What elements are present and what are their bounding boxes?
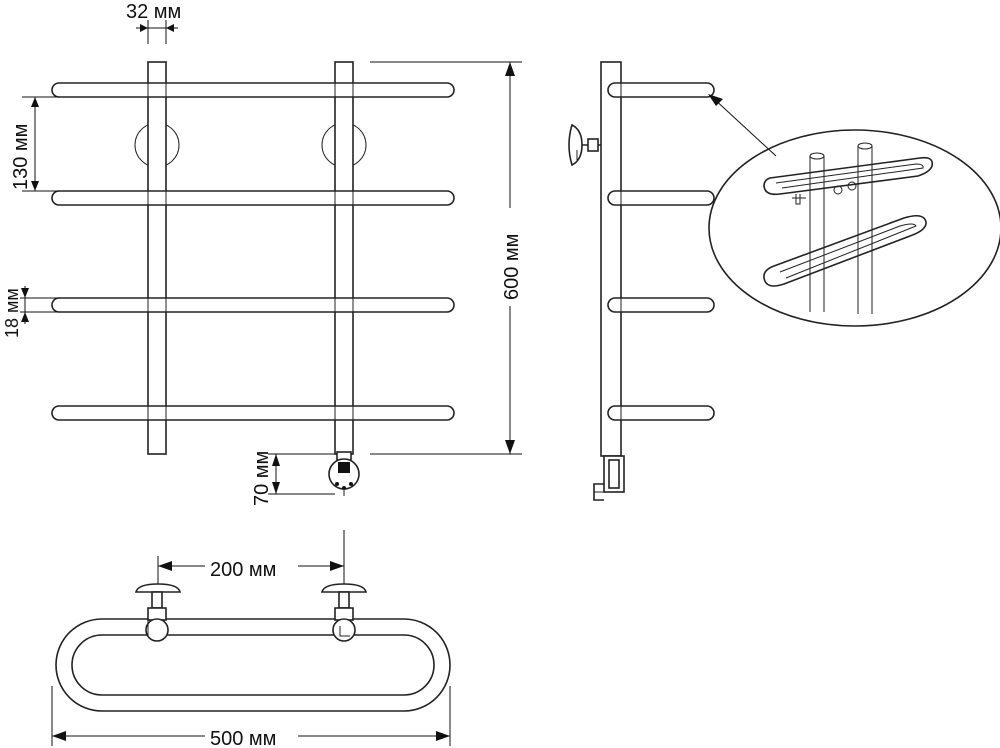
horizontal-bar-2 [51,190,455,206]
side-heater [593,455,625,501]
label-bar-diameter: 18 мм [2,288,22,338]
side-bar-4 [607,405,715,421]
side-view [568,61,715,501]
side-pipe [600,61,622,457]
detail-ellipse [708,129,1000,327]
horizontal-bar-3 [51,297,455,313]
side-bar-2 [607,190,715,206]
top-view [55,583,451,712]
detail-perspective-view [708,94,1000,327]
dimension-bar-diameter: 18 мм [2,286,60,338]
top-mount-left [134,583,182,642]
label-total-height: 600 мм [501,234,523,300]
dimension-bar-spacing: 130 мм [10,96,60,192]
side-bar-3 [607,297,715,313]
label-bottom-offset: 70 мм [251,451,273,506]
horizontal-bar-4 [51,405,455,421]
front-view [51,61,455,496]
heater-controller [328,451,360,496]
top-loop-inner [71,634,435,696]
horizontal-bar-1 [51,82,455,98]
side-wall-mount [568,123,601,167]
label-pipe-width: 32 мм [126,1,181,23]
top-loop-outer [55,618,451,712]
dimension-total-height: 600 мм [370,61,523,455]
vertical-pipe-left [147,61,167,455]
top-mount-right [320,583,368,642]
label-bar-spacing: 130 мм [10,124,32,190]
dimension-mount-spacing: 200 мм [157,530,345,584]
dimension-pipe-width: 32 мм [126,1,181,44]
side-bar-1 [607,82,715,98]
label-total-width: 500 мм [210,728,276,748]
dimension-total-width: 500 мм [51,686,451,748]
vertical-pipe-right [334,61,354,455]
dimension-bottom-offset: 70 мм [251,451,335,506]
label-mount-spacing: 200 мм [210,559,276,581]
